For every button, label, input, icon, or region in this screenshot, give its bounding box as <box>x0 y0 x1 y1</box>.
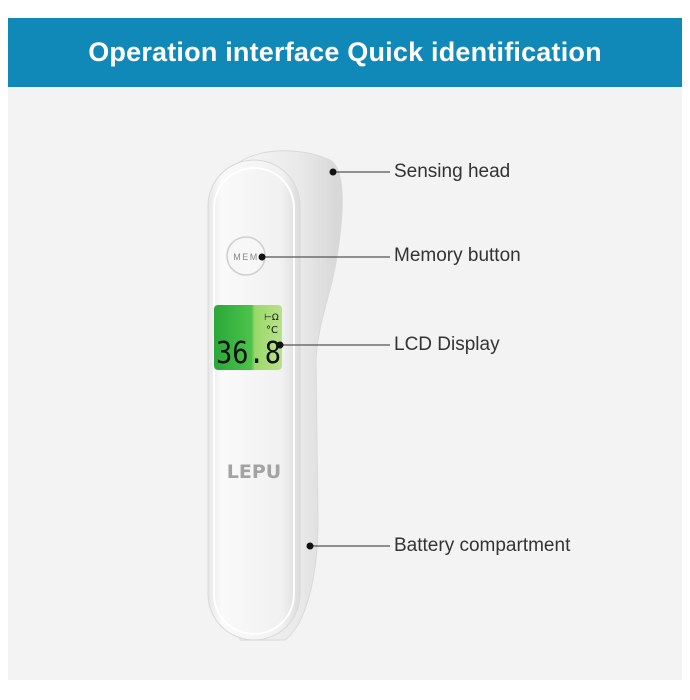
diagram-panel <box>8 87 682 680</box>
callout-sensing-head <box>329 168 390 176</box>
memory-button[interactable]: MEM <box>226 236 266 276</box>
lcd-unit: °C <box>266 325 278 336</box>
brand-logo: LEPU <box>227 461 281 483</box>
lcd-mode-icon: ⊢Ω <box>264 313 279 323</box>
lcd-reading: 36.8 <box>216 336 281 371</box>
memory-button-text: MEM <box>233 252 259 262</box>
header-banner: Operation interface Quick identification <box>8 18 682 87</box>
callout-lcd-display <box>276 341 390 349</box>
label-sensing-head: Sensing head <box>394 161 511 182</box>
lcd-display: 36.8 °C ⊢Ω <box>214 305 282 370</box>
label-battery-compartment: Battery compartment <box>394 535 571 556</box>
page-title: Operation interface Quick identification <box>88 37 602 67</box>
label-memory-button: Memory button <box>394 245 521 266</box>
callout-memory-button <box>258 253 390 261</box>
thermometer-front-face <box>207 159 301 641</box>
callout-battery-compartment <box>306 542 390 550</box>
label-lcd-display: LCD Display <box>394 334 500 355</box>
